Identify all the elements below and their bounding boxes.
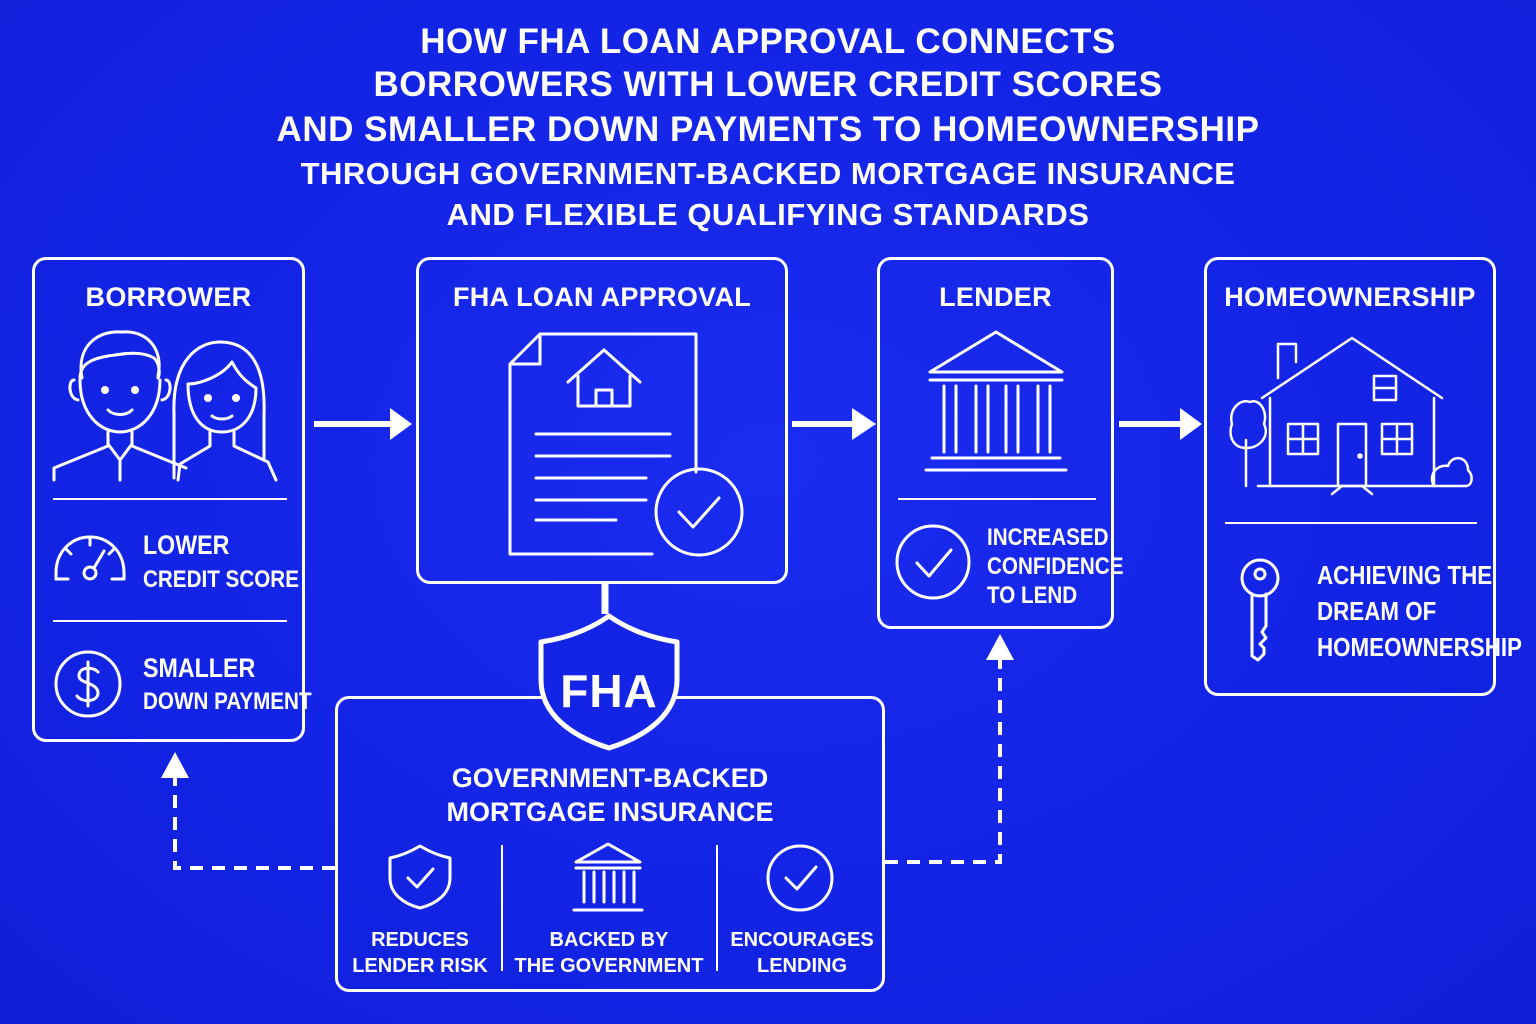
reduces-risk-line-2: LENDER RISK [352, 955, 488, 977]
title-line-3: AND SMALLER DOWN PAYMENTS TO HOMEOWNERSH… [276, 110, 1260, 149]
encourages-lending-line-1: ENCOURAGES [730, 929, 874, 951]
bank-icon [924, 330, 1068, 472]
arrow-approval-to-lender [792, 408, 876, 440]
lender-title: LENDER [939, 282, 1052, 312]
down-payment-line-2: DOWN PAYMENT [143, 688, 312, 715]
arrow-lender-to-home [1119, 408, 1202, 440]
dashed-arrow-to-borrower [161, 752, 335, 870]
title-line-5: AND FLEXIBLE QUALIFYING STANDARDS [446, 197, 1090, 232]
lender-text-line-2: CONFIDENCE [987, 553, 1124, 580]
divider [53, 498, 287, 500]
insurance-title-line-2: MORTGAGE INSURANCE [446, 797, 774, 827]
title-line-2: BORROWERS WITH LOWER CREDIT SCORES [373, 65, 1163, 104]
divider [53, 620, 287, 622]
fha-shield-label: FHA [560, 665, 658, 717]
encourages-lending-line-2: LENDING [757, 955, 847, 977]
check-circle-icon [766, 844, 834, 912]
approved-document-icon [508, 332, 744, 557]
homeownership-box: HOMEOWNERSHIP ACHIEVING THE DREAM OF HOM… [1204, 257, 1522, 696]
approval-title: FHA LOAN APPROVAL [452, 282, 752, 312]
backed-by-line-1: BACKED BY [549, 929, 669, 951]
government-building-icon [572, 842, 644, 912]
down-payment-line-1: SMALLER [143, 653, 256, 683]
insurance-title-line-1: GOVERNMENT-BACKED [451, 763, 769, 793]
speedometer-icon [54, 535, 126, 581]
key-icon [1240, 558, 1280, 662]
home-text-line-1: ACHIEVING THE [1317, 560, 1493, 590]
arrow-borrower-to-approval [314, 408, 412, 440]
fha-approval-box: FHA LOAN APPROVAL [416, 257, 788, 584]
lender-text-line-1: INCREASED [987, 524, 1109, 551]
divider [898, 498, 1096, 500]
home-text-line-2: DREAM OF [1317, 596, 1437, 626]
backed-by-line-2: THE GOVERNMENT [514, 955, 704, 977]
check-circle-icon [895, 524, 971, 600]
title-line-1: HOW FHA LOAN APPROVAL CONNECTS [420, 22, 1116, 61]
title-line-4: THROUGH GOVERNMENT-BACKED MORTGAGE INSUR… [300, 156, 1236, 191]
borrower-box: BORROWER LOWER CREDIT SCORE SMALLER DOWN… [32, 257, 312, 742]
shield-check-icon [388, 844, 452, 910]
dashed-arrow-to-lender [885, 634, 1014, 864]
lender-text-line-3: TO LEND [987, 582, 1078, 609]
house-icon [1229, 336, 1473, 496]
home-text-line-3: HOMEOWNERSHIP [1317, 632, 1522, 662]
lender-box: LENDER INCREASED CONFIDENCE TO LEND [877, 257, 1123, 629]
reduces-risk-line-1: REDUCES [371, 929, 469, 951]
fha-shield-icon [538, 613, 680, 751]
divider [501, 845, 503, 971]
credit-score-line-2: CREDIT SCORE [143, 566, 299, 593]
borrowers-icon [52, 330, 278, 482]
divider [716, 845, 718, 971]
homeownership-title: HOMEOWNERSHIP [1224, 282, 1476, 312]
borrower-title: BORROWER [85, 282, 252, 312]
divider [1225, 522, 1477, 524]
dollar-icon [54, 650, 122, 718]
credit-score-line-1: LOWER [143, 530, 230, 560]
